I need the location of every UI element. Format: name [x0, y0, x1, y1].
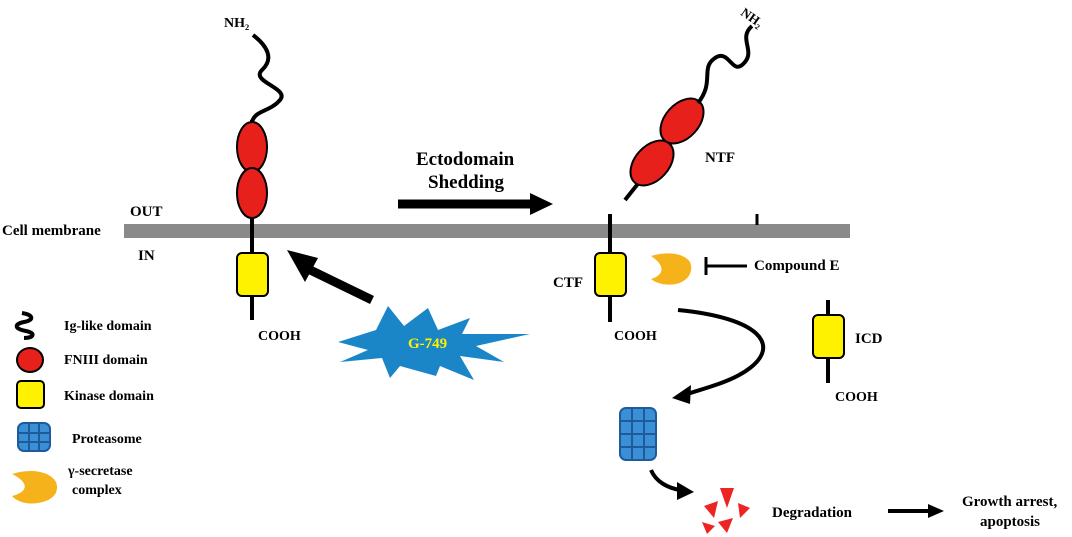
legend-ig-like-label: Ig-like domain [64, 319, 152, 334]
fniii-domain [236, 121, 268, 173]
fniii-domain [236, 167, 268, 219]
nh2-right-label: NH₂ [738, 5, 766, 31]
full-length-receptor: NH₂ COOH [224, 16, 301, 344]
ig-like-domain-squiggle [696, 24, 754, 105]
legend-gamma-secretase-label: γ-secretase [67, 464, 133, 479]
icd-fragment: ICD COOH [812, 300, 883, 405]
kinase-domain [594, 252, 627, 297]
g749-arrow-head [287, 250, 318, 282]
icd-label: ICD [855, 331, 883, 347]
kinase-domain [236, 252, 269, 297]
kinase-domain-icon [16, 380, 45, 409]
gamma-secretase-shape [651, 253, 692, 285]
compound-e-label: Compound E [754, 258, 839, 274]
ntf-fragment: NH₂ NTF [623, 5, 766, 202]
legend-gamma-complex-label: complex [72, 483, 122, 498]
ig-like-domain-icon [14, 311, 35, 340]
in-label: IN [138, 248, 155, 264]
nh2-left-label: NH₂ [224, 16, 249, 31]
growth-arrest-label: Growth arrest, [962, 494, 1058, 510]
proteasome-icon [619, 407, 657, 461]
cell-membrane-label: Cell membrane [2, 223, 101, 239]
fniii-domain-icon [16, 347, 44, 373]
out-label: OUT [130, 204, 163, 220]
degradation-curve-arrowhead [672, 385, 691, 404]
ntf-label: NTF [705, 150, 735, 166]
ectodomain-label: Ectodomain [416, 149, 515, 170]
degradation-label: Degradation [772, 505, 853, 521]
degradation-fragments-icon [702, 488, 750, 534]
legend: Ig-like domain FNIII domain Kinase domai… [12, 311, 154, 504]
degradation-curve-arrow [677, 308, 766, 397]
cooh-left-label: COOH [258, 329, 301, 344]
legend-kinase-label: Kinase domain [64, 389, 154, 404]
cooh-icd-label: COOH [835, 390, 878, 405]
shedding-arrow-head [530, 193, 553, 215]
g749-arrow-shaft [300, 261, 374, 305]
cell-membrane [124, 224, 850, 238]
g749-label: G-749 [408, 336, 447, 352]
shedding-label: Shedding [428, 172, 505, 193]
ctf-label: CTF [553, 275, 583, 291]
kinase-domain [812, 314, 845, 359]
growth-arrest-arrow-head [928, 504, 944, 518]
apoptosis-label: apoptosis [980, 514, 1040, 530]
gamma-secretase-legend-icon [12, 470, 58, 504]
ctf-fragment: CTF COOH [553, 214, 657, 344]
cooh-ctf-label: COOH [614, 329, 657, 344]
ig-like-domain-squiggle [250, 33, 284, 123]
proteasome-legend-icon [17, 422, 51, 452]
proteasome-to-degradation-arrow [649, 469, 681, 492]
legend-proteasome-label: Proteasome [72, 432, 142, 447]
legend-fniii-label: FNIII domain [64, 353, 148, 368]
g749-starburst [338, 306, 530, 380]
